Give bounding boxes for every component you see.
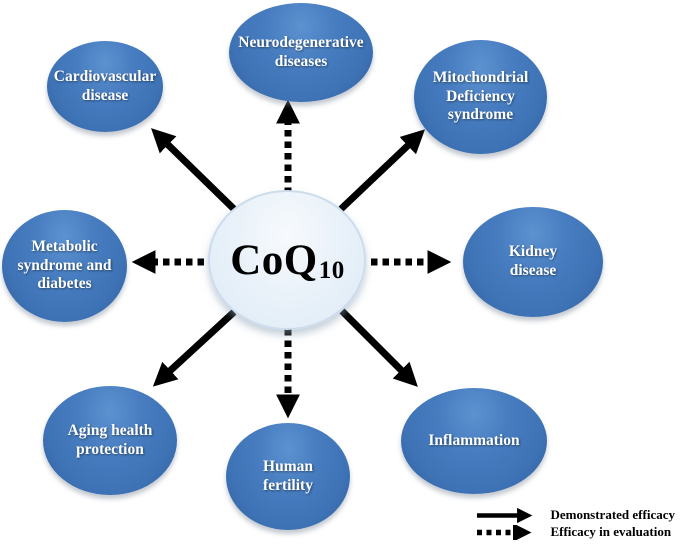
solid-arrow-icon (477, 507, 533, 523)
legend-row-dashed: Efficacy in evaluation (475, 524, 675, 540)
center-label-subscript: 10 (318, 257, 345, 284)
node-label: Mitochondrial Deficiency syndrome (432, 69, 529, 124)
node-label: Human fertility (263, 457, 313, 494)
node-label: Cardiovascular disease (53, 67, 157, 104)
node-label: Kidney disease (508, 243, 558, 279)
legend: Demonstrated efficacy Efficacy in evalua… (475, 507, 675, 540)
arrow-cardiovascular (151, 128, 239, 214)
node-label: Aging health protection (67, 421, 153, 458)
legend-row-solid: Demonstrated efficacy (475, 507, 675, 523)
node-label: Inflammation (428, 431, 520, 449)
arrow-inflammation (339, 308, 418, 387)
node-neurodegenerative-diseases: Neurodegenerative diseases (229, 3, 373, 102)
node-mitochondrial-deficiency-syndrome: Mitochondrial Deficiency syndrome (414, 40, 547, 154)
node-human-fertility: Human fertility (226, 423, 350, 530)
node-label: Neurodegenerative diseases (238, 33, 364, 70)
arrow-mitochondrial (338, 129, 426, 212)
node-cardiovascular-disease: Cardiovascular disease (47, 41, 163, 132)
arrow-aging (152, 309, 237, 387)
legend-label-solid: Demonstrated efficacy (550, 507, 675, 522)
node-kidney-disease: Kidney disease (463, 207, 603, 317)
dashed-arrow-icon (477, 524, 532, 540)
legend-label-dashed: Efficacy in evaluation (550, 524, 672, 539)
node-aging-health-protection: Aging health protection (43, 386, 177, 495)
center-label: CoQ (230, 236, 318, 284)
node-label: Metabolic syndrome and diabetes (17, 238, 112, 293)
node-inflammation: Inflammation (401, 388, 547, 494)
node-metabolic-syndrome-diabetes: Metabolic syndrome and diabetes (2, 210, 127, 322)
